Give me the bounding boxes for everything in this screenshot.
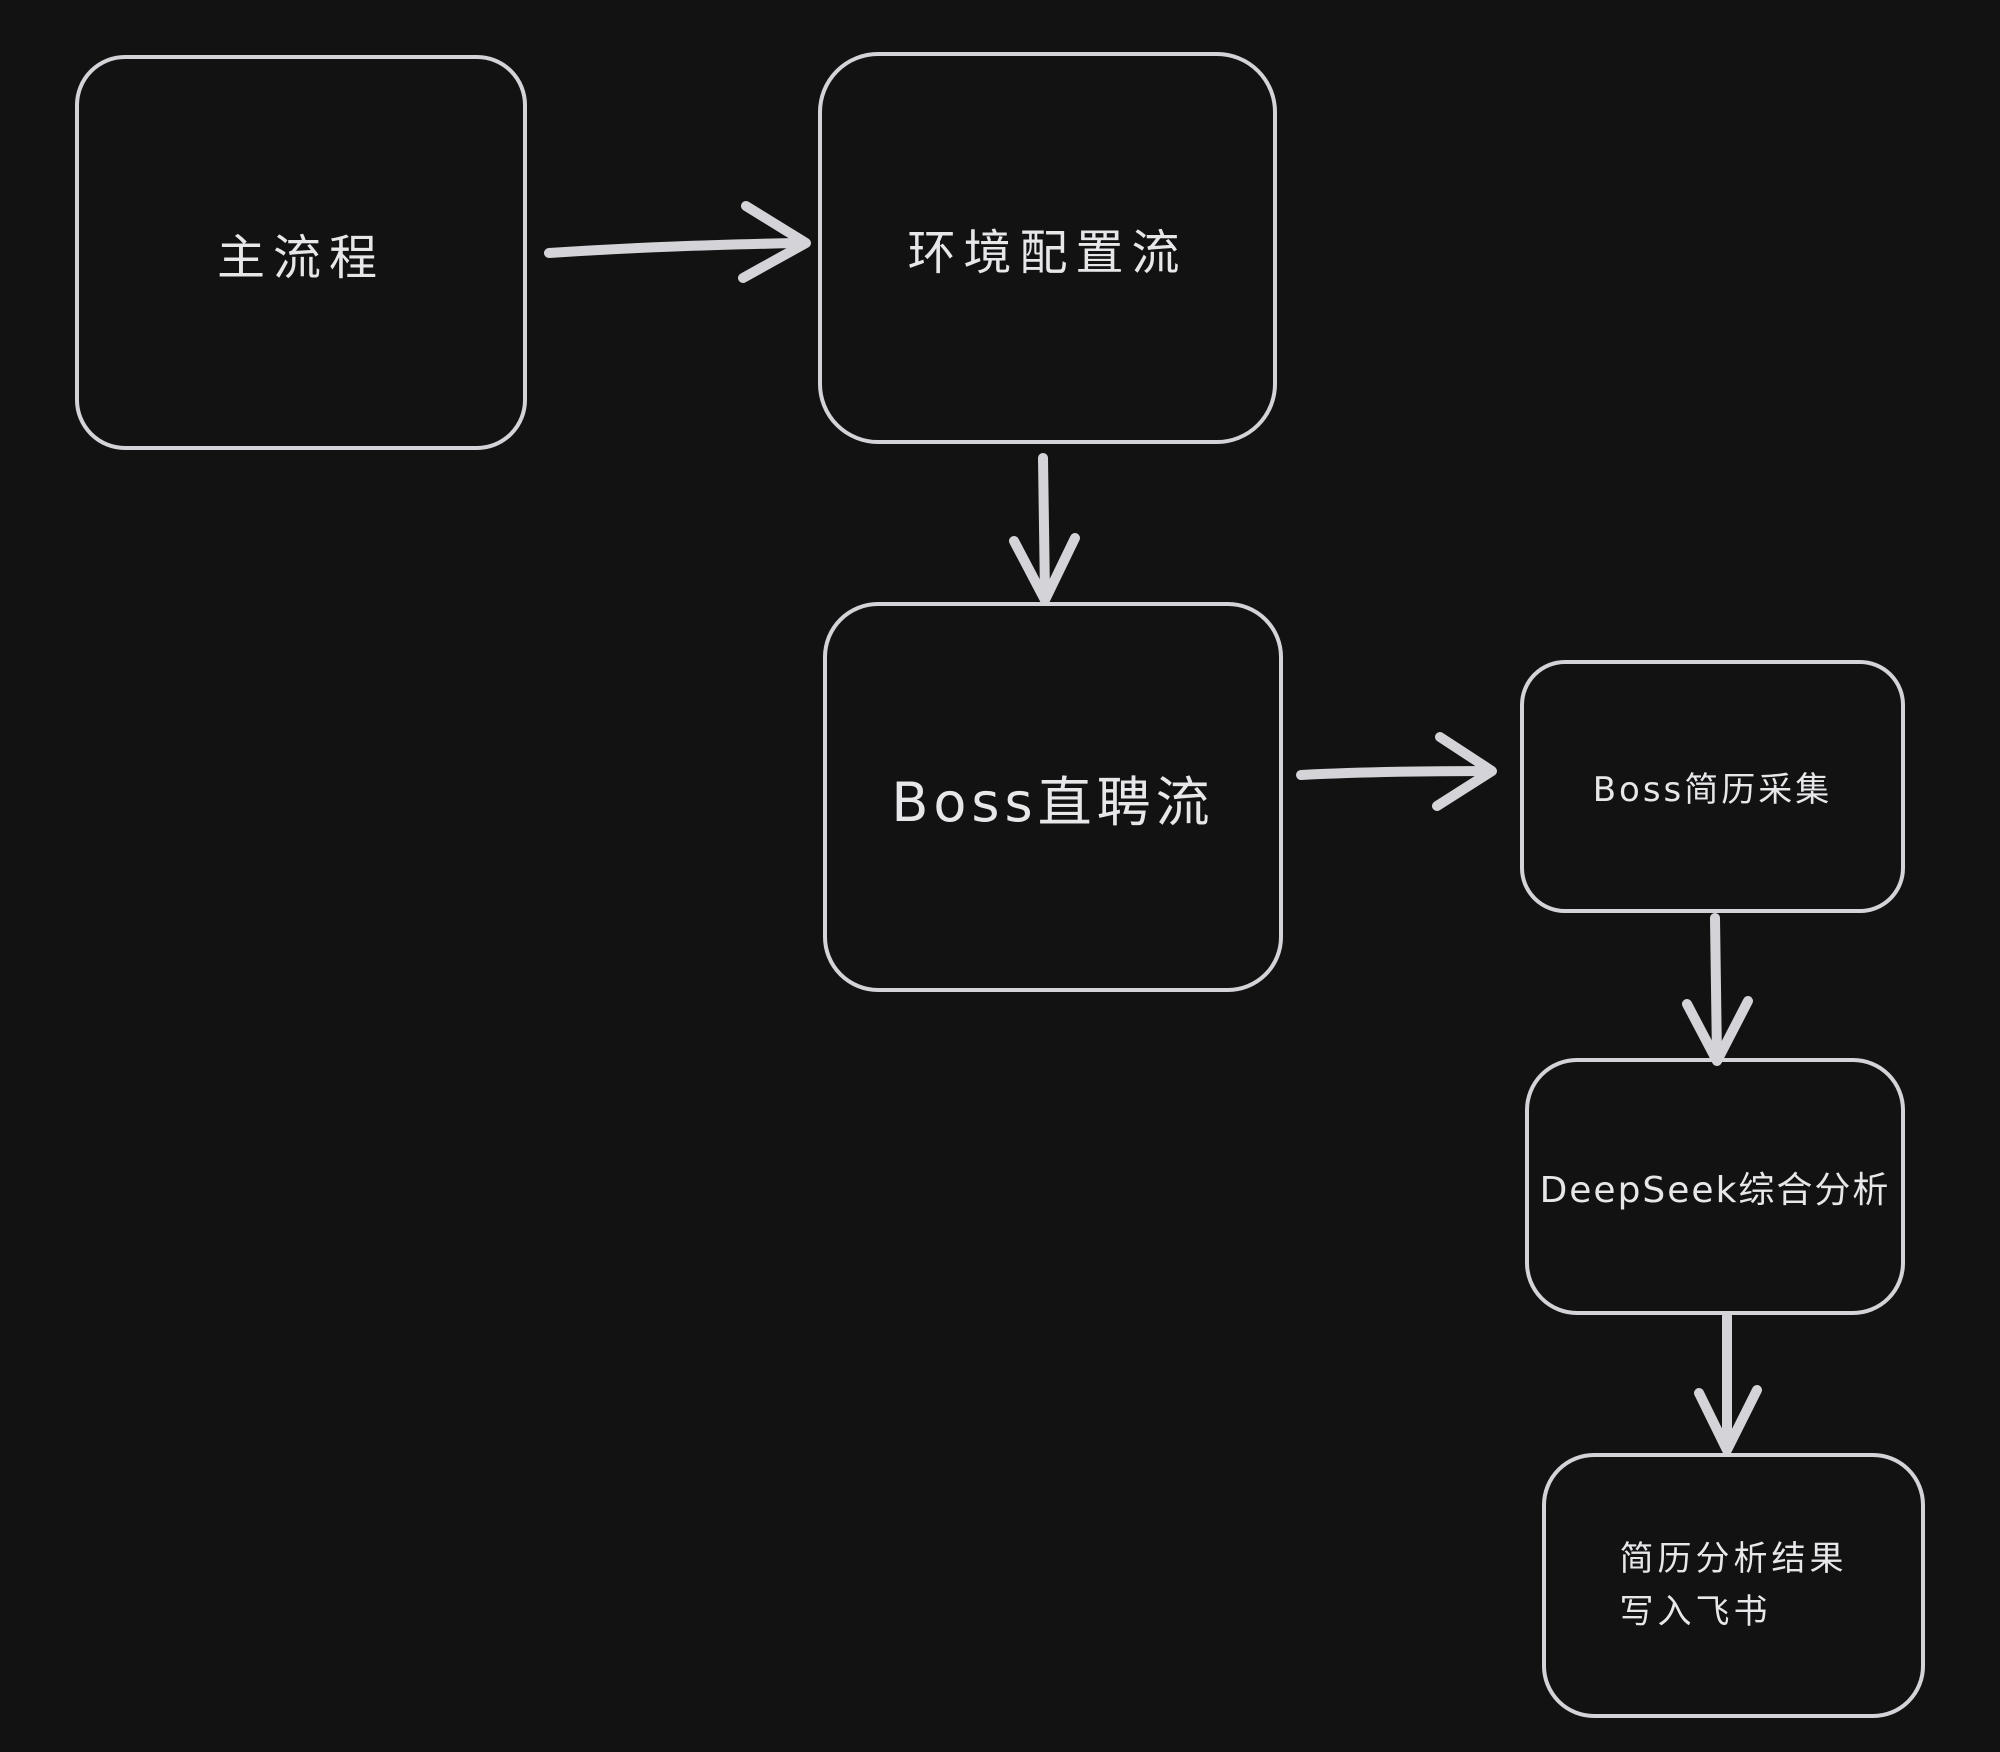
node-boss-zhipin-flow[interactable]: Boss直聘流 (823, 602, 1283, 992)
arrow-deepseek-to-feishu[interactable] (1694, 1311, 1762, 1455)
arrow-boss-zhipin-to-resume-collection[interactable] (1296, 732, 1497, 811)
node-main-process-label: 主流程 (216, 229, 385, 286)
node-env-config-flow-label: 环境配置流 (907, 225, 1188, 281)
node-boss-zhipin-flow-label: Boss直聘流 (891, 770, 1215, 834)
node-boss-resume-collection[interactable]: Boss简历采集 (1520, 660, 1905, 913)
node-env-config-flow[interactable]: 环境配置流 (818, 52, 1277, 444)
arrow-resume-collection-to-deepseek[interactable] (1682, 913, 1753, 1066)
node-boss-resume-collection-label: Boss简历采集 (1592, 770, 1833, 810)
node-main-process[interactable]: 主流程 (75, 55, 527, 450)
node-deepseek-analysis-label: DeepSeek综合分析 (1539, 1169, 1891, 1211)
node-resume-result-to-feishu[interactable]: 简历分析结果 写入飞书 (1542, 1453, 1925, 1718)
arrow-main-to-env-config[interactable] (544, 201, 811, 283)
arrow-env-config-to-boss-zhipin[interactable] (1009, 453, 1080, 605)
node-deepseek-analysis[interactable]: DeepSeek综合分析 (1525, 1058, 1905, 1315)
node-resume-result-to-feishu-label: 简历分析结果 写入飞书 (1619, 1538, 1848, 1632)
